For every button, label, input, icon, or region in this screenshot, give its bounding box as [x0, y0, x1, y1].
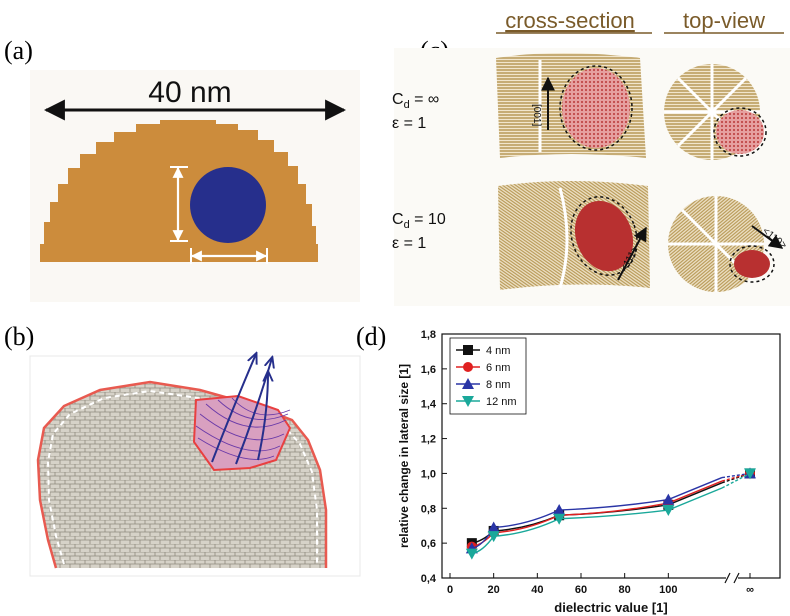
dislocation-line-2 [235, 358, 272, 465]
chart-d: 0,4 0,6 0,8 1,0 1,2 1,4 1,6 1,8 0 20 40 60 80 100 ∞ die… [397, 329, 781, 615]
axis-break-mark [724, 572, 731, 584]
legend-label: 4 nm [486, 345, 510, 357]
y-tick-label: 0,8 [421, 503, 436, 515]
x-tick-label: 100 [659, 584, 677, 596]
x-tick-label: 0 [447, 584, 453, 596]
c-row2-cross-section: <111> [498, 181, 650, 290]
legend-marker [463, 362, 473, 372]
panel-label-d: (d) [356, 322, 387, 351]
c-row2-top-view: <110> [668, 196, 789, 292]
panel-label-a: (a) [4, 36, 33, 65]
row2-cd-label: Cd = 10 [392, 211, 446, 231]
data-point [487, 531, 500, 543]
dislocation-line-1 [211, 354, 256, 463]
scale-label: 40 nm [148, 76, 231, 109]
legend-marker [463, 345, 473, 355]
col-header-cross-section: cross-section [505, 8, 635, 33]
data-point [553, 504, 566, 516]
y-tick-label: 0,6 [421, 538, 436, 550]
c-row1-cross-section: [001] [496, 53, 646, 158]
data-point [662, 505, 675, 517]
y-tick-label: 1,6 [421, 364, 436, 376]
y-axis-label: relative change in lateral size [1] [397, 364, 411, 548]
series-line [471, 476, 723, 550]
series-line [471, 482, 723, 544]
axis-break-mark [733, 572, 740, 584]
legend-label: 6 nm [486, 362, 510, 374]
x-tick-label: 60 [575, 584, 587, 596]
data-point [465, 548, 478, 560]
y-tick-label: 1,0 [421, 468, 436, 480]
legend-marker [462, 396, 474, 407]
legend-label: 8 nm [486, 379, 510, 391]
row2-eps-label: ε = 1 [392, 235, 426, 252]
dir-001-label: [001] [531, 104, 542, 126]
row1-eps-label: ε = 1 [392, 115, 426, 132]
panel-label-b: (b) [4, 322, 35, 351]
x-tick-label: 80 [619, 584, 631, 596]
row1-cd-label: Cd = ∞ [392, 91, 439, 111]
y-tick-label: 0,4 [421, 573, 437, 585]
x-tick-label: 20 [488, 584, 500, 596]
y-tick-label: 1,8 [421, 329, 436, 341]
legend-label: 12 nm [486, 396, 517, 408]
legend-marker [462, 378, 474, 389]
data-point [662, 493, 675, 505]
x-tick-label: 40 [531, 584, 543, 596]
dislocation-line-3 [257, 372, 268, 461]
panel-c-figure: [001] <111> [394, 48, 790, 306]
col-header-top-view: top-view [683, 8, 765, 33]
y-tick-label: 1,2 [421, 434, 436, 446]
y-tick-label: 1,4 [421, 399, 437, 411]
x-axis-label: dielectric value [1] [554, 600, 667, 615]
panel-a-figure [30, 70, 360, 302]
x-tick-label: ∞ [746, 584, 754, 596]
c-row1-top-view [664, 64, 767, 160]
data-point [744, 468, 756, 480]
series-line [471, 487, 723, 555]
series-line-dashed [721, 472, 751, 489]
data-point [487, 521, 500, 533]
panel-b-figure [29, 354, 361, 577]
data-point [553, 513, 566, 525]
core-sphere [190, 167, 266, 243]
